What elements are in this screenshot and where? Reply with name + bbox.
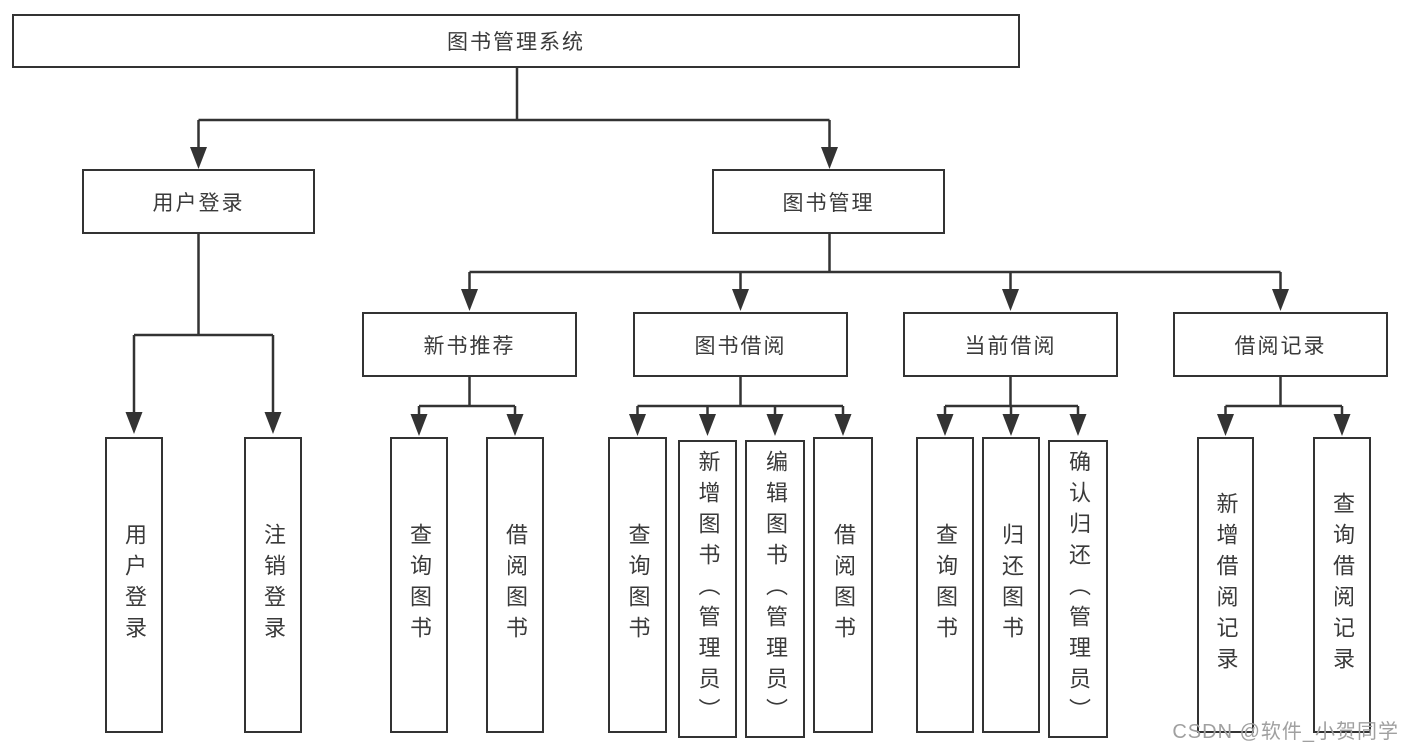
leaf-add-borrow-record: 新增借阅记录 <box>1197 437 1254 733</box>
node-root: 图书管理系统 <box>12 14 1020 68</box>
node-book-management: 图书管理 <box>712 169 945 234</box>
leaf-query-book-3: 查询图书 <box>916 437 974 733</box>
leaf-query-borrow-record: 查询借阅记录 <box>1313 437 1371 733</box>
leaf-borrow-book-1: 借阅图书 <box>486 437 544 733</box>
leaf-edit-book-admin: 编辑图书（管理员） <box>745 440 805 738</box>
leaf-return-book: 归还图书 <box>982 437 1040 733</box>
node-book-borrow: 图书借阅 <box>633 312 848 377</box>
node-new-book-recommend: 新书推荐 <box>362 312 577 377</box>
leaf-confirm-return-admin: 确认归还（管理员） <box>1048 440 1108 738</box>
leaf-query-book-1: 查询图书 <box>390 437 448 733</box>
node-current-borrow: 当前借阅 <box>903 312 1118 377</box>
leaf-add-book-admin: 新增图书（管理员） <box>678 440 737 738</box>
leaf-user-login: 用户登录 <box>105 437 163 733</box>
leaf-borrow-book-2: 借阅图书 <box>813 437 873 733</box>
csdn-watermark: CSDN @软件_小贺同学 <box>1172 721 1399 743</box>
leaf-logout: 注销登录 <box>244 437 302 733</box>
node-user-login: 用户登录 <box>82 169 315 234</box>
node-borrow-records: 借阅记录 <box>1173 312 1388 377</box>
leaf-query-book-2: 查询图书 <box>608 437 667 733</box>
